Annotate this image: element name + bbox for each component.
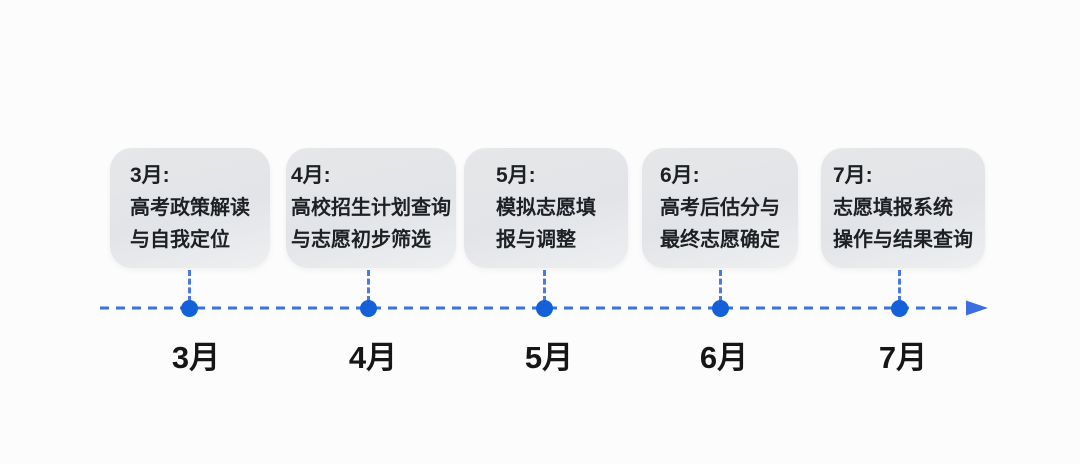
timeline-dot <box>360 300 377 317</box>
card-connector-line <box>188 270 191 302</box>
stage-card-june: 6月: 高考后估分与 最终志愿确定 <box>642 148 798 268</box>
timeline-arrow-icon <box>966 300 988 316</box>
stage-card-may: 5月: 模拟志愿填 报与调整 <box>464 148 628 268</box>
axis-label-april: 4月 <box>348 340 398 375</box>
axis-label-may: 5月 <box>524 340 574 375</box>
card-connector-line <box>719 270 722 302</box>
axis-label-march: 3月 <box>171 340 221 375</box>
timeline-dot <box>181 300 198 317</box>
stage-card-march: 3月: 高考政策解读 与自我定位 <box>110 148 270 268</box>
stage-heading: 3月: <box>130 164 170 187</box>
stage-card-text: 5月: 模拟志愿填 报与调整 <box>496 160 596 256</box>
axis-label-june: 6月 <box>699 340 749 375</box>
stage-card-april: 4月: 高校招生计划查询 与志愿初步筛选 <box>286 148 456 268</box>
stage-description: 志愿填报系统 操作与结果查询 <box>833 197 973 251</box>
timeline-dot <box>712 300 729 317</box>
timeline-dot <box>536 300 553 317</box>
stage-card-july: 7月: 志愿填报系统 操作与结果查询 <box>821 148 985 268</box>
stage-heading: 5月: <box>496 164 536 187</box>
stage-description: 高校招生计划查询 与志愿初步筛选 <box>291 197 451 251</box>
timeline-axis <box>100 300 988 316</box>
stage-card-text: 4月: 高校招生计划查询 与志愿初步筛选 <box>291 160 451 256</box>
stage-description: 高考后估分与 最终志愿确定 <box>660 197 780 251</box>
stage-card-text: 6月: 高考后估分与 最终志愿确定 <box>660 160 780 256</box>
stage-description: 模拟志愿填 报与调整 <box>496 197 596 251</box>
timeline-dot <box>891 300 908 317</box>
card-connector-line <box>367 270 370 302</box>
stage-heading: 6月: <box>660 164 700 187</box>
stage-heading: 4月: <box>291 164 331 187</box>
stage-card-text: 3月: 高考政策解读 与自我定位 <box>130 160 250 256</box>
stage-description: 高考政策解读 与自我定位 <box>130 197 250 251</box>
stage-heading: 7月: <box>833 164 873 187</box>
stage-card-text: 7月: 志愿填报系统 操作与结果查询 <box>833 160 973 256</box>
axis-label-july: 7月 <box>878 340 928 375</box>
card-connector-line <box>898 270 901 302</box>
card-connector-line <box>543 270 546 302</box>
